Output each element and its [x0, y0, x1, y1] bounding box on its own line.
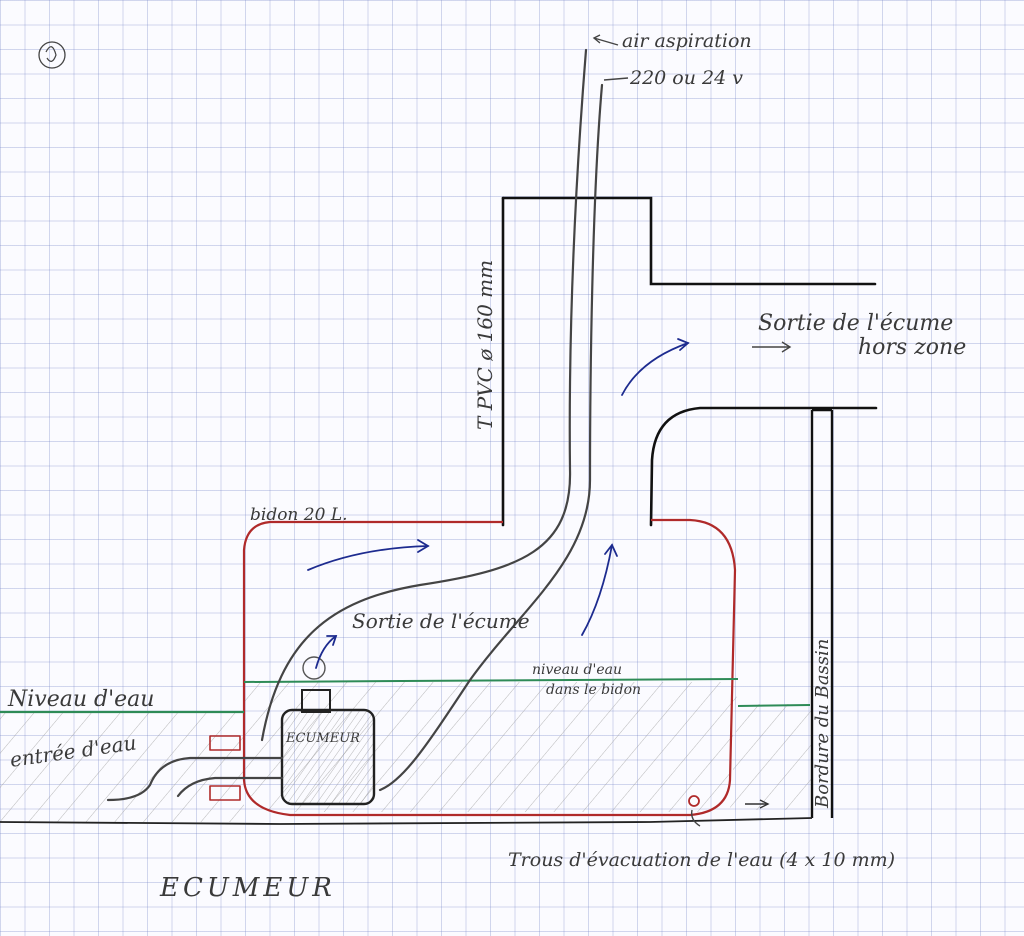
- pool-edge-wall: [810, 408, 834, 818]
- label-water-level-bidon-1: niveau d'eau: [532, 662, 622, 678]
- label-foam-exit: Sortie de l'écume: [352, 609, 530, 633]
- label-power: 220 ou 24 v: [629, 67, 743, 89]
- label-skimmer-box: ECUMEUR: [285, 731, 360, 746]
- label-air-aspiration: air aspiration: [622, 30, 752, 52]
- label-pipe: T PVC ø 160 mm: [473, 260, 497, 430]
- water-level-line-bidon: [243, 678, 739, 683]
- drain-holes: [688, 795, 770, 809]
- outside-water-hatch: [730, 704, 812, 810]
- corner-scribble-icon: [38, 41, 66, 69]
- label-drain-holes: Trous d'évacuation de l'eau (4 x 10 mm): [508, 849, 895, 871]
- label-water-level: Niveau d'eau: [7, 687, 154, 712]
- water-level-line-outside: [737, 704, 811, 707]
- bidon-container: [242, 518, 737, 817]
- label-foam-exit-outside: Sortie de l'écume: [758, 311, 953, 336]
- diagram-title: ECUMEUR: [159, 873, 336, 903]
- flow-arrows: [307, 338, 690, 669]
- label-bidon: bidon 20 L.: [250, 505, 348, 525]
- label-water-level-bidon-2: dans le bidon: [546, 682, 641, 698]
- label-pool-edge: Bordure du Bassin: [812, 639, 833, 809]
- ground-line: [0, 817, 813, 825]
- pool-water-hatch: [0, 712, 244, 822]
- inlet-pipe: [106, 735, 284, 802]
- air-tube: [260, 48, 604, 792]
- pvc-pipe: [501, 196, 878, 527]
- pencil-arrows: [592, 34, 792, 827]
- label-foam-exit-outside-2: hors zone: [858, 335, 966, 360]
- skimmer-box: [280, 656, 376, 806]
